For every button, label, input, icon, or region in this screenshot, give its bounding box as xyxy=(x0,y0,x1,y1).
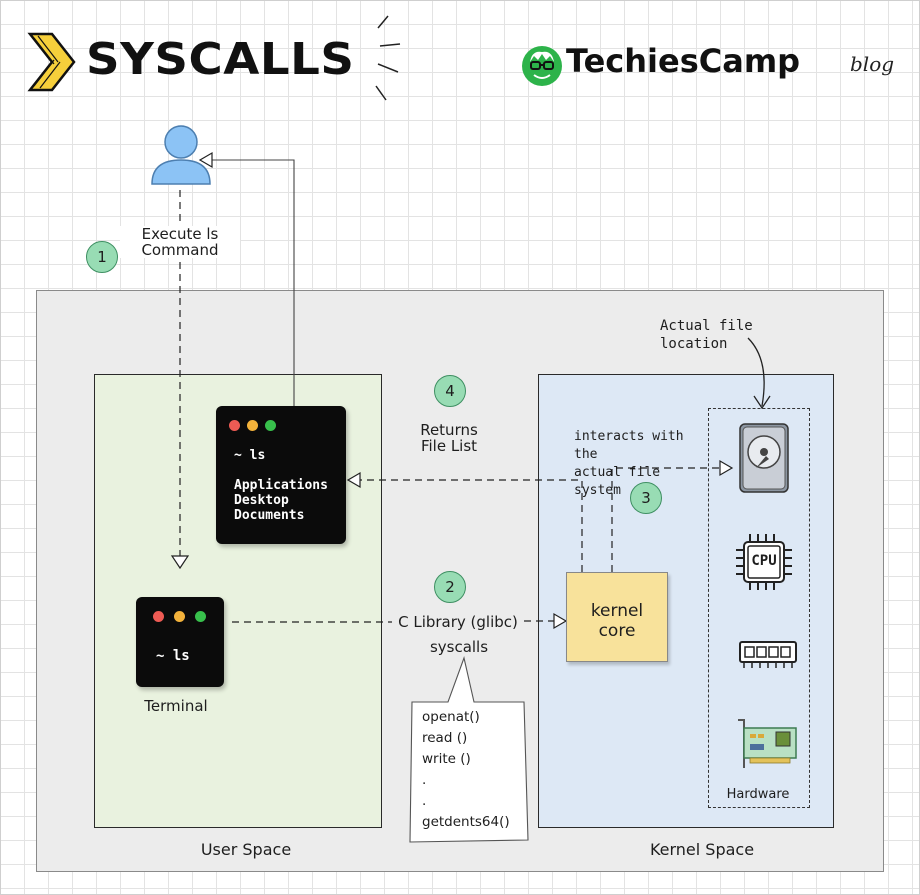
syscall-item: . xyxy=(422,793,427,809)
hard-disk-icon xyxy=(739,423,789,493)
syscall-list: openat() read () write () . . getdents64… xyxy=(422,707,526,833)
minimize-dot-icon xyxy=(174,611,185,622)
syscall-item: . xyxy=(422,772,427,788)
ram-icon xyxy=(739,641,797,668)
kernel-core-label-2: core xyxy=(598,621,636,641)
output-file-3: Documents xyxy=(234,508,305,523)
brand-name: TechiesCamp xyxy=(566,42,801,80)
syscall-item: getdents64() xyxy=(422,814,510,830)
maximize-dot-icon xyxy=(265,420,276,431)
step-3-badge: 3 xyxy=(630,482,662,514)
c-library-label: C Library (glibc) xyxy=(392,614,524,630)
hardware-label: Hardware xyxy=(726,787,790,802)
terminal-window: ~ ls xyxy=(136,597,224,687)
cpu-icon xyxy=(736,534,792,590)
close-dot-icon xyxy=(229,420,240,431)
terminal-label: Terminal xyxy=(144,697,208,715)
syscall-item: openat() xyxy=(422,709,480,725)
returns-file-list-label: Returns File List xyxy=(420,421,478,455)
maximize-dot-icon xyxy=(195,611,206,622)
execute-ls-label: Execute ls Command xyxy=(120,226,240,258)
techiescamp-logo-icon xyxy=(522,46,562,86)
kernel-core-box: kernel core xyxy=(566,572,668,662)
step-4-badge: 4 xyxy=(434,375,466,407)
blog-label: blog xyxy=(850,52,895,76)
step-2-badge: 2 xyxy=(434,571,466,603)
chevron-logo-icon xyxy=(27,32,76,92)
file-location-label: Actual file location xyxy=(660,318,753,352)
close-dot-icon xyxy=(153,611,164,622)
page-title: SYSCALLS xyxy=(86,34,355,85)
terminal-command: ~ ls xyxy=(156,648,190,664)
kernel-core-label-1: kernel xyxy=(590,601,644,621)
syscall-item: write () xyxy=(422,751,471,767)
user-icon xyxy=(151,125,211,185)
user-space-label: User Space xyxy=(200,840,292,859)
output-terminal-command: ~ ls xyxy=(234,448,266,463)
syscall-item: read () xyxy=(422,730,468,746)
interacts-label: interacts with the actual file system xyxy=(574,429,684,498)
output-terminal-window: ~ ls Applications Desktop Documents xyxy=(216,406,346,544)
sparkle-lines-icon xyxy=(375,15,401,101)
kernel-space-label: Kernel Space xyxy=(649,840,755,859)
hardware-group xyxy=(708,408,810,808)
output-file-2: Desktop xyxy=(234,493,289,508)
output-file-1: Applications xyxy=(234,478,328,493)
network-card-icon xyxy=(738,719,797,768)
minimize-dot-icon xyxy=(247,420,258,431)
cpu-label: CPU xyxy=(751,553,777,569)
step-1-badge: 1 xyxy=(86,241,118,273)
syscalls-label: syscalls xyxy=(429,638,489,656)
